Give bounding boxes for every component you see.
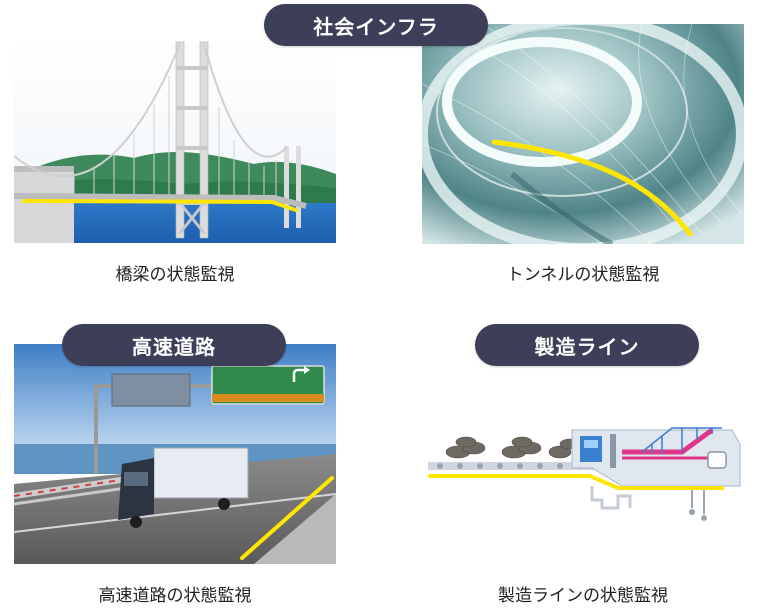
bridge-caption: 橋梁の状態監視 bbox=[115, 265, 235, 285]
bridge-image bbox=[14, 38, 336, 243]
highway-caption: 高速道路の状態監視 bbox=[98, 586, 252, 606]
category-social-infrastructure: 社会インフラ bbox=[264, 4, 488, 46]
tunnel-caption: トンネルの状態監視 bbox=[506, 265, 660, 285]
highway-image bbox=[14, 344, 336, 564]
category-highway: 高速道路 bbox=[62, 324, 286, 366]
manufacturing-caption: 製造ラインの状態監視 bbox=[498, 586, 668, 606]
tunnel-image bbox=[422, 24, 744, 244]
category-manufacturing-line: 製造ライン bbox=[475, 324, 699, 366]
manufacturing-line-image bbox=[422, 368, 744, 564]
